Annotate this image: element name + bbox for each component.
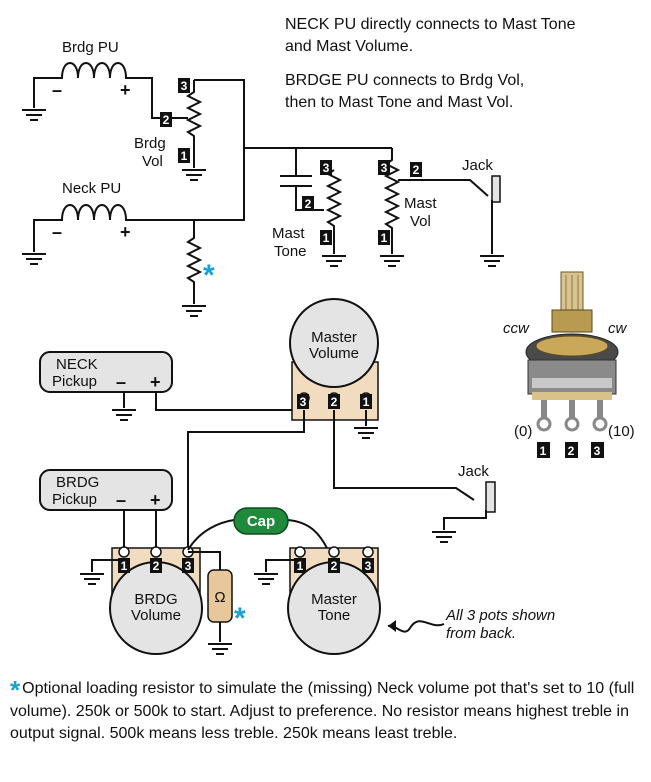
mast-vol-label-1: Mast <box>404 195 437 212</box>
master-volume-label-1: Master <box>311 329 357 346</box>
bridge-pickup-box-label-2: Pickup <box>52 491 97 508</box>
master-tone-schematic: 3 2 1 Mast Tone <box>272 148 347 267</box>
bridge-pickup-box: BRDG Pickup – + <box>39 469 173 550</box>
bridge-pickup-plus: + <box>120 80 131 100</box>
mast-vol-label-2: Vol <box>410 213 431 230</box>
jack-label-wiring: Jack <box>458 463 489 480</box>
svg-text:1: 1 <box>363 395 370 409</box>
loading-resistor-schematic: * <box>181 220 215 317</box>
master-volume-pot: Master Volume 3 2 1 <box>187 298 475 550</box>
pots-note-1: All 3 pots shown <box>445 607 555 624</box>
bridge-volume-pot: BRDG Volume 1 2 3 <box>79 546 203 655</box>
footnote-text: Optional loading resistor to simulate th… <box>10 680 635 742</box>
bridge-volume-label-1: BRDG <box>134 591 177 608</box>
note-bridge: BRDGE PU connects to Brdg Vol, then to M… <box>285 70 524 114</box>
zero-label: (0) <box>514 423 532 440</box>
svg-text:2: 2 <box>331 559 338 573</box>
pots-note-2: from back. <box>446 625 516 642</box>
note-line-1: NECK PU directly connects to Mast Tone <box>285 16 576 33</box>
master-tone-label-1: Master <box>311 591 357 608</box>
footnote-asterisk: * <box>10 675 21 705</box>
photo-lug-1: 1 <box>540 444 547 458</box>
loading-resistor-wiring: Ω * <box>188 551 246 655</box>
pin-2-label: 2 <box>163 113 170 127</box>
svg-text:1: 1 <box>381 231 388 245</box>
ccw-label: ccw <box>503 320 530 337</box>
note-line-4: then to Mast Tone and Mast Vol. <box>285 94 514 111</box>
cap-label: Cap <box>247 513 275 530</box>
note-neck: NECK PU directly connects to Mast Tone a… <box>285 14 576 58</box>
master-volume-label-2: Volume <box>309 345 359 362</box>
jack-wiring: Jack <box>431 463 496 543</box>
neck-pickup-minus: – <box>52 222 62 242</box>
svg-text:3: 3 <box>381 161 388 175</box>
svg-text:1: 1 <box>323 231 330 245</box>
master-tone-pot: Master Tone 1 2 3 <box>253 546 381 655</box>
tone-cap: Cap <box>187 507 329 551</box>
svg-text:2: 2 <box>331 395 338 409</box>
wiring-asterisk: * <box>234 602 246 635</box>
neck-pickup-box-label-2: Pickup <box>52 373 97 390</box>
ten-label: (10) <box>608 423 635 440</box>
svg-text:–: – <box>116 490 126 510</box>
bridge-vol-label-1: Brdg <box>134 135 166 152</box>
svg-text:–: – <box>116 372 126 392</box>
svg-text:+: + <box>150 490 161 510</box>
svg-text:2: 2 <box>305 197 312 211</box>
resistor-symbol: Ω <box>214 589 225 606</box>
neck-pickup-box-label-1: NECK <box>56 356 98 373</box>
note-line-3: BRDGE PU connects to Brdg Vol, <box>285 72 525 89</box>
cw-label: cw <box>608 320 628 337</box>
jack-label-schematic: Jack <box>462 157 493 174</box>
footnote: *Optional loading resistor to simulate t… <box>10 675 646 745</box>
bridge-vol-label-2: Vol <box>142 153 163 170</box>
svg-text:3: 3 <box>300 395 307 409</box>
bridge-pickup-label: Brdg PU <box>62 39 119 56</box>
master-volume-schematic: 3 2 1 Mast Vol <box>378 148 489 267</box>
pin-1-label: 1 <box>181 149 188 163</box>
resistor-asterisk: * <box>203 259 215 292</box>
note-line-2: and Mast Volume. <box>285 38 414 55</box>
svg-text:3: 3 <box>323 161 330 175</box>
bridge-pickup-minus: – <box>52 80 62 100</box>
svg-text:+: + <box>150 372 161 392</box>
svg-text:2: 2 <box>153 559 160 573</box>
neck-pickup-label: Neck PU <box>62 180 121 197</box>
svg-text:1: 1 <box>121 559 128 573</box>
bridge-pickup-box-label-1: BRDG <box>56 474 99 491</box>
mast-tone-label-1: Mast <box>272 225 305 242</box>
svg-text:1: 1 <box>297 559 304 573</box>
jack-schematic: Jack <box>462 157 505 267</box>
neck-pickup-symbol: Neck PU – + <box>21 180 152 265</box>
mast-tone-label-2: Tone <box>274 243 307 260</box>
pots-note: All 3 pots shown from back. <box>387 607 555 642</box>
pin-3-label: 3 <box>181 79 188 93</box>
svg-text:3: 3 <box>185 559 192 573</box>
neck-pickup-plus: + <box>120 222 131 242</box>
bridge-volume-label-2: Volume <box>131 607 181 624</box>
photo-lug-2: 2 <box>568 444 575 458</box>
svg-text:2: 2 <box>413 163 420 177</box>
bridge-pickup-symbol: Brdg PU – + <box>21 39 188 121</box>
photo-lug-3: 3 <box>594 444 601 458</box>
bridge-volume-schematic: 3 2 1 Brdg Vol <box>134 78 245 221</box>
master-tone-label-2: Tone <box>318 607 351 624</box>
pot-photo: ccw cw (0) (10) 1 2 3 <box>503 271 635 458</box>
svg-text:3: 3 <box>365 559 372 573</box>
neck-pickup-box: NECK Pickup – + <box>39 351 304 421</box>
